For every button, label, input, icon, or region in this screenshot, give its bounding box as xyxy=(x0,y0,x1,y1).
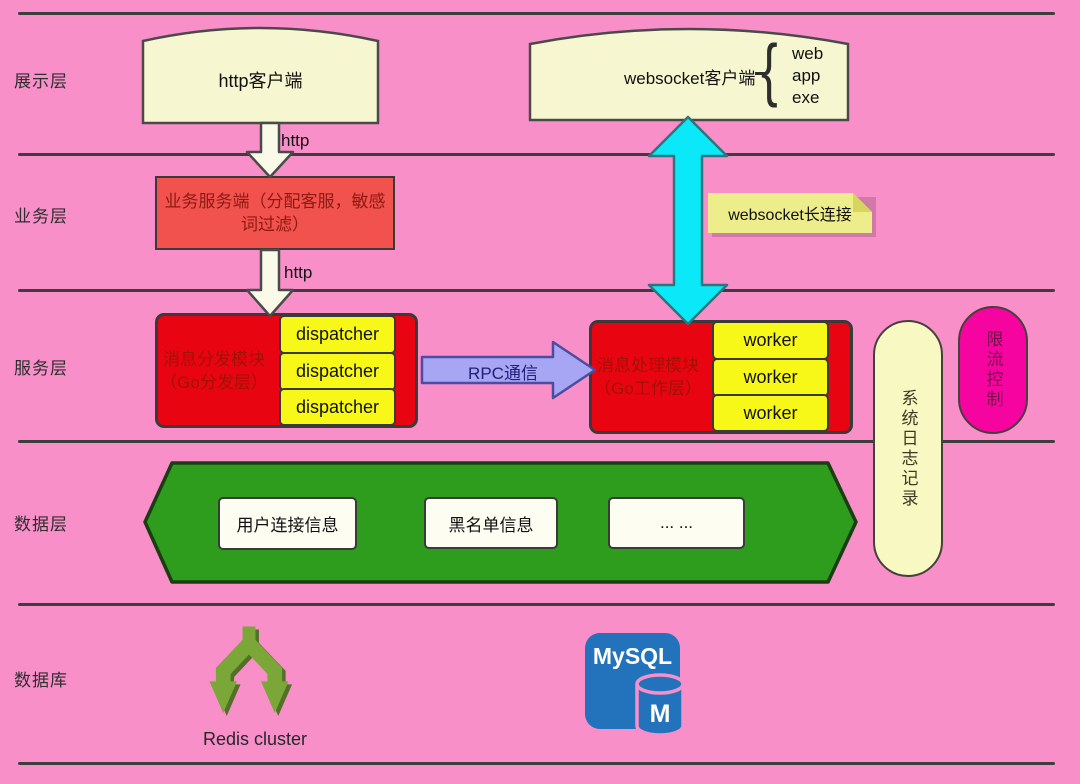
system-log-label: 系统日志记录 xyxy=(898,388,918,509)
layer-divider-2 xyxy=(18,153,1055,156)
mysql-icon: MySQL M xyxy=(585,633,685,737)
business-server-box: 业务服务端（分配客服，敏感词过滤） xyxy=(155,176,395,250)
brace-connector-line xyxy=(755,72,767,75)
rpc-label: RPC通信 xyxy=(468,364,538,383)
layer-divider-6 xyxy=(18,762,1055,765)
rate-limit-pill: 限流控制 xyxy=(958,306,1028,434)
mysql-cylinder-body xyxy=(635,684,685,737)
layer-divider-3 xyxy=(18,289,1055,292)
websocket-note: websocket长连接 xyxy=(708,193,872,233)
layer-divider-4 xyxy=(18,440,1055,443)
dispatcher-box: dispatcher xyxy=(279,351,396,391)
layer-label-presentation: 展示层 xyxy=(14,72,68,91)
worker-box: worker xyxy=(712,394,829,432)
client-type-app: app xyxy=(792,66,821,85)
dispatcher-box: dispatcher xyxy=(279,388,396,426)
worker-box: worker xyxy=(712,357,829,397)
layer-divider-1 xyxy=(18,12,1055,15)
redis-cluster-label: Redis cluster xyxy=(202,729,308,749)
client-type-exe: exe xyxy=(792,88,820,107)
layer-label-service: 服务层 xyxy=(14,359,68,378)
mysql-cylinder-top xyxy=(635,673,685,695)
data-item-blacklist: 黑名单信息 xyxy=(424,497,558,549)
mysql-m-text: M xyxy=(650,700,671,728)
websocket-client-card-shape xyxy=(528,27,850,122)
worker-stack: worker worker worker xyxy=(712,321,829,432)
layer-label-data: 数据层 xyxy=(14,515,68,534)
http-label-1: http xyxy=(281,131,310,150)
http-client-card-shape xyxy=(141,26,380,125)
layer-label-database: 数据库 xyxy=(14,671,68,690)
worker-box: worker xyxy=(712,321,829,360)
redis-cluster-icon xyxy=(209,626,293,717)
websocket-client-label: websocket客户端 xyxy=(624,69,756,88)
data-item-more: ... ... xyxy=(608,497,745,549)
rate-limit-label: 限流控制 xyxy=(983,330,1003,410)
redis-icon-body xyxy=(209,626,289,714)
layer-label-business: 业务层 xyxy=(14,207,68,226)
dispatcher-stack: dispatcher dispatcher dispatcher xyxy=(279,315,396,426)
data-item-user-connections: 用户连接信息 xyxy=(218,497,357,550)
system-log-pill: 系统日志记录 xyxy=(873,320,943,577)
mysql-logo-text: MySQL xyxy=(593,643,672,669)
dispatch-module-title: 消息分发模块（Go分发层） xyxy=(160,349,268,392)
client-type-web: web xyxy=(792,44,824,63)
process-module-title: 消息处理模块（Go工作层） xyxy=(594,356,702,398)
dispatcher-box: dispatcher xyxy=(279,315,396,354)
brace-icon: { xyxy=(761,29,778,109)
http-label-2: http xyxy=(284,263,313,282)
http-client-label: http客户端 xyxy=(218,71,303,91)
layer-divider-5 xyxy=(18,603,1055,606)
